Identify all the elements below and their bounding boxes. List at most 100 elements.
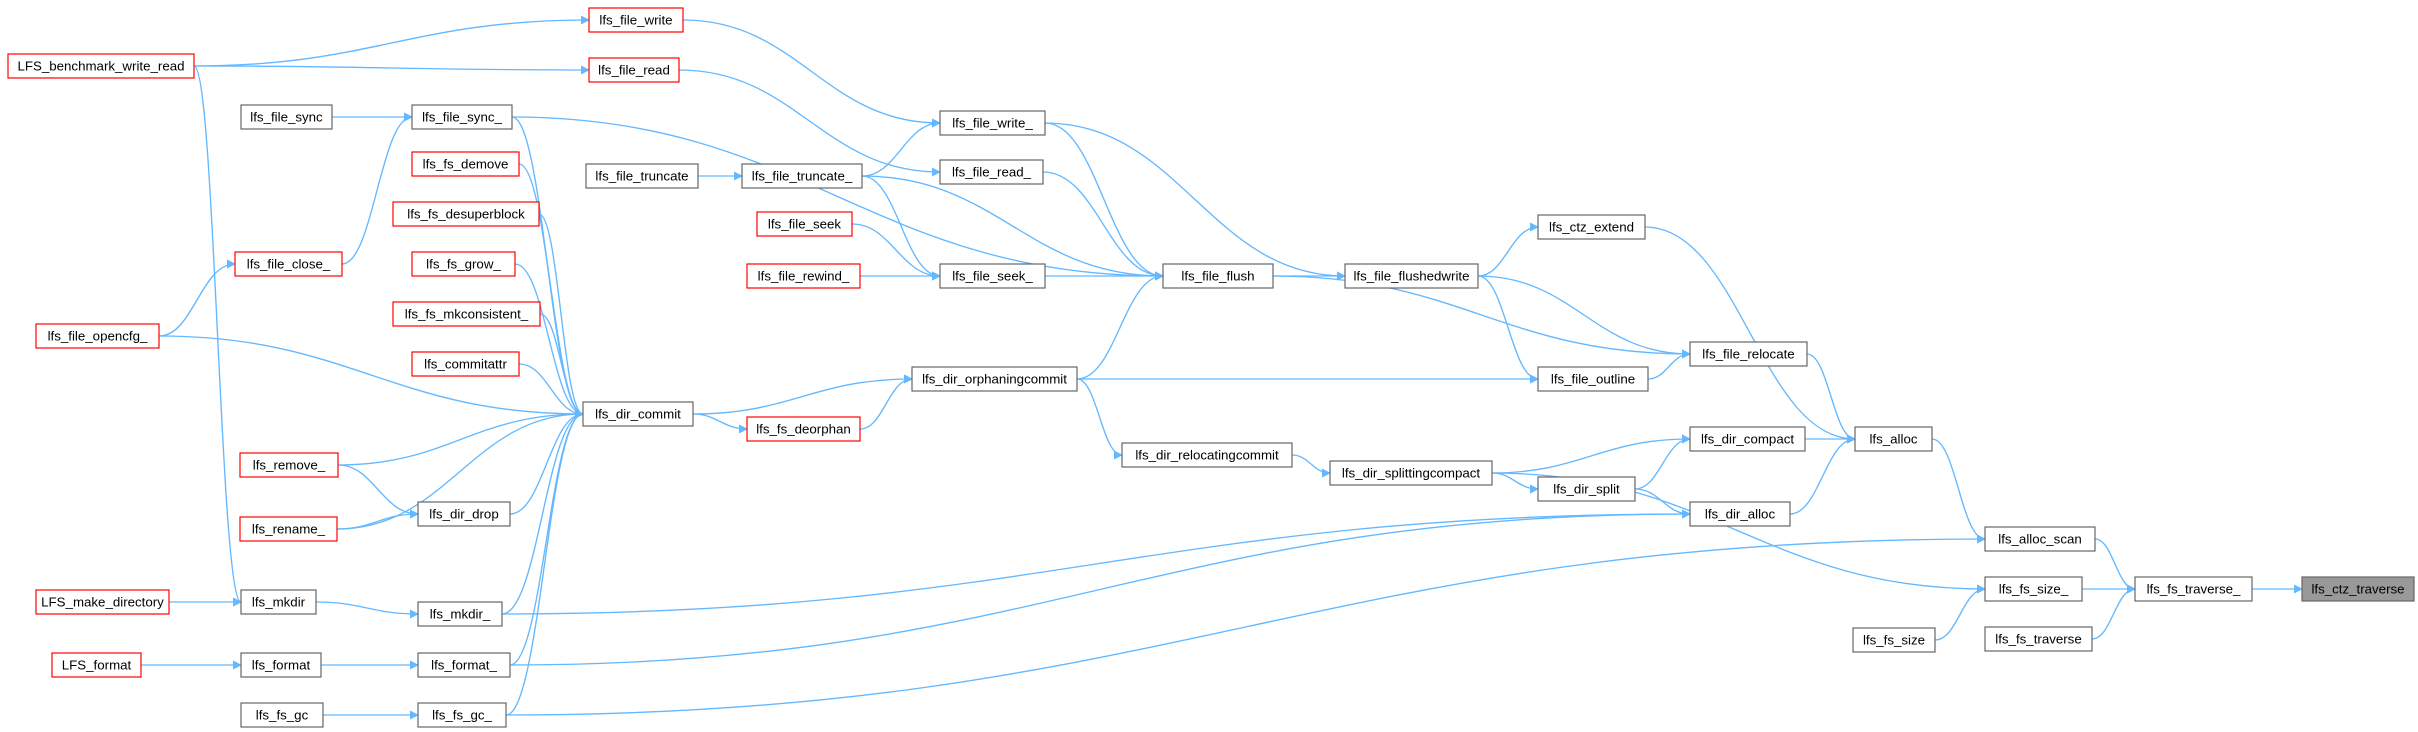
- node-lfs_file_close_[interactable]: lfs_file_close_: [234, 251, 343, 277]
- node-lfs_commitattr[interactable]: lfs_commitattr: [411, 351, 520, 377]
- node-lfs_dir_drop[interactable]: lfs_dir_drop: [417, 501, 511, 527]
- node-label: lfs_fs_desuperblock: [407, 207, 525, 222]
- node-box: [1984, 626, 2093, 652]
- node-label: lfs_file_close_: [247, 257, 331, 272]
- node-lfs_fs_mkconsistent_[interactable]: lfs_fs_mkconsistent_: [392, 301, 541, 327]
- node-lfs_alloc_scan[interactable]: lfs_alloc_scan: [1984, 526, 2096, 552]
- node-lfs_file_read[interactable]: lfs_file_read: [588, 57, 680, 83]
- node-label: lfs_fs_deorphan: [756, 422, 851, 437]
- node-lfs_fs_size[interactable]: lfs_fs_size: [1852, 627, 1936, 653]
- node-box: [588, 57, 680, 83]
- node-lfs_dir_alloc[interactable]: lfs_dir_alloc: [1689, 501, 1791, 527]
- node-label: lfs_file_sync: [250, 110, 323, 125]
- node-lfs_remove_[interactable]: lfs_remove_: [239, 452, 339, 478]
- node-label: lfs_file_outline: [1551, 372, 1635, 387]
- node-lfs_fs_traverse_[interactable]: lfs_fs_traverse_: [2134, 576, 2253, 602]
- node-label: lfs_format_: [431, 658, 497, 673]
- node-label: lfs_alloc_scan: [1998, 532, 2082, 547]
- node-lfs_fs_grow_[interactable]: lfs_fs_grow_: [411, 251, 516, 277]
- edge-lfs_dir_alloc-to-lfs_alloc: [1789, 434, 1856, 515]
- node-label: lfs_file_relocate: [1702, 347, 1794, 362]
- node-lfs_fs_desuperblock[interactable]: lfs_fs_desuperblock: [392, 201, 540, 227]
- node-label: lfs_mkdir_: [430, 607, 491, 622]
- node-box: [417, 501, 511, 527]
- node-lfs_fs_deorphan[interactable]: lfs_fs_deorphan: [746, 416, 861, 442]
- node-lfs_file_read_[interactable]: lfs_file_read_: [939, 159, 1044, 185]
- node-label: LFS_benchmark_write_read: [17, 59, 184, 74]
- node-lfs_fs_traverse[interactable]: lfs_fs_traverse: [1984, 626, 2093, 652]
- node-label: lfs_fs_size_: [1999, 582, 2069, 597]
- edge-lfs_file_write-to-lfs_file_write_: [682, 19, 941, 128]
- edge-lfs_dir_orphaningcommit-to-lfs_dir_relocatingcommit: [1076, 378, 1123, 460]
- node-label: lfs_dir_split: [1553, 482, 1620, 497]
- node-LFS_benchmark_write_read[interactable]: LFS_benchmark_write_read: [7, 53, 195, 79]
- node-label: lfs_dir_commit: [595, 407, 681, 422]
- node-LFS_make_directory[interactable]: LFS_make_directory: [35, 589, 170, 615]
- node-lfs_fs_gc_[interactable]: lfs_fs_gc_: [417, 702, 507, 728]
- node-lfs_format[interactable]: lfs_format: [240, 652, 322, 678]
- node-box: [234, 251, 343, 277]
- node-box: [2301, 576, 2415, 602]
- node-lfs_mkdir[interactable]: lfs_mkdir: [240, 589, 317, 615]
- node-lfs_file_sync[interactable]: lfs_file_sync: [240, 104, 333, 130]
- node-box: [1854, 426, 1933, 452]
- node-label: lfs_dir_compact: [1701, 432, 1794, 447]
- node-lfs_file_flush[interactable]: lfs_file_flush: [1162, 263, 1274, 289]
- node-box: [582, 401, 694, 427]
- node-lfs_file_rewind_[interactable]: lfs_file_rewind_: [746, 263, 861, 289]
- node-lfs_rename_[interactable]: lfs_rename_: [239, 516, 338, 542]
- node-box: [756, 211, 853, 237]
- node-box: [417, 702, 507, 728]
- node-lfs_alloc[interactable]: lfs_alloc: [1854, 426, 1933, 452]
- node-label: lfs_file_flush: [1181, 269, 1254, 284]
- node-lfs_fs_size_[interactable]: lfs_fs_size_: [1984, 576, 2083, 602]
- edge-lfs_dir_drop-to-lfs_dir_commit: [509, 409, 584, 515]
- node-box: [392, 201, 540, 227]
- node-box: [239, 516, 338, 542]
- node-lfs_dir_commit[interactable]: lfs_dir_commit: [582, 401, 694, 427]
- edge-lfs_dir_commit-to-lfs_dir_orphaningcommit: [692, 374, 913, 415]
- node-lfs_file_outline[interactable]: lfs_file_outline: [1537, 366, 1649, 392]
- node-box: [1121, 442, 1293, 468]
- node-label: lfs_file_truncate_: [752, 169, 853, 184]
- node-lfs_file_opencfg_[interactable]: lfs_file_opencfg_: [35, 323, 160, 349]
- node-box: [411, 251, 516, 277]
- node-lfs_ctz_extend[interactable]: lfs_ctz_extend: [1537, 214, 1646, 240]
- node-lfs_format_[interactable]: lfs_format_: [417, 652, 511, 678]
- node-lfs_fs_gc[interactable]: lfs_fs_gc: [240, 702, 324, 728]
- node-lfs_file_truncate_[interactable]: lfs_file_truncate_: [741, 163, 863, 189]
- edge-lfs_commitattr-to-lfs_dir_commit: [518, 363, 584, 419]
- node-label: lfs_file_seek_: [952, 269, 1033, 284]
- node-lfs_ctz_traverse[interactable]: lfs_ctz_traverse: [2301, 576, 2415, 602]
- edge-lfs_dir_splittingcompact-to-lfs_dir_split: [1491, 472, 1539, 494]
- node-box: [588, 7, 684, 33]
- edge-lfs_rename_-to-lfs_dir_drop: [336, 509, 419, 530]
- edge-lfs_file_sync_-to-lfs_file_flush: [511, 116, 1164, 281]
- node-lfs_file_truncate[interactable]: lfs_file_truncate: [585, 163, 699, 189]
- node-lfs_dir_orphaningcommit[interactable]: lfs_dir_orphaningcommit: [911, 366, 1078, 392]
- node-lfs_file_relocate[interactable]: lfs_file_relocate: [1689, 341, 1808, 367]
- node-lfs_file_sync_[interactable]: lfs_file_sync_: [411, 104, 513, 130]
- node-box: [240, 702, 324, 728]
- edge-lfs_dir_commit-to-lfs_fs_deorphan: [692, 413, 748, 434]
- node-box: [411, 104, 513, 130]
- node-lfs_mkdir_[interactable]: lfs_mkdir_: [417, 601, 503, 627]
- node-lfs_file_seek[interactable]: lfs_file_seek: [756, 211, 853, 237]
- node-lfs_dir_compact[interactable]: lfs_dir_compact: [1689, 426, 1806, 452]
- node-label: lfs_fs_mkconsistent_: [405, 307, 529, 322]
- node-lfs_file_write_[interactable]: lfs_file_write_: [939, 110, 1046, 136]
- node-lfs_fs_demove[interactable]: lfs_fs_demove: [411, 151, 520, 177]
- node-lfs_file_flushedwrite[interactable]: lfs_file_flushedwrite: [1344, 263, 1479, 289]
- node-box: [1689, 501, 1791, 527]
- node-LFS_format[interactable]: LFS_format: [51, 652, 142, 678]
- node-label: lfs_file_write: [599, 13, 672, 28]
- node-lfs_file_seek_[interactable]: lfs_file_seek_: [939, 263, 1046, 289]
- node-lfs_dir_splittingcompact[interactable]: lfs_dir_splittingcompact: [1329, 460, 1493, 486]
- node-lfs_file_write[interactable]: lfs_file_write: [588, 7, 684, 33]
- node-label: lfs_file_flushedwrite: [1353, 269, 1469, 284]
- node-lfs_dir_split[interactable]: lfs_dir_split: [1537, 476, 1636, 502]
- node-lfs_dir_relocatingcommit[interactable]: lfs_dir_relocatingcommit: [1121, 442, 1293, 468]
- edge-lfs_dir_split-to-lfs_dir_compact: [1634, 434, 1691, 490]
- node-box: [51, 652, 142, 678]
- edge-lfs_format_-to-lfs_dir_alloc: [509, 509, 1691, 666]
